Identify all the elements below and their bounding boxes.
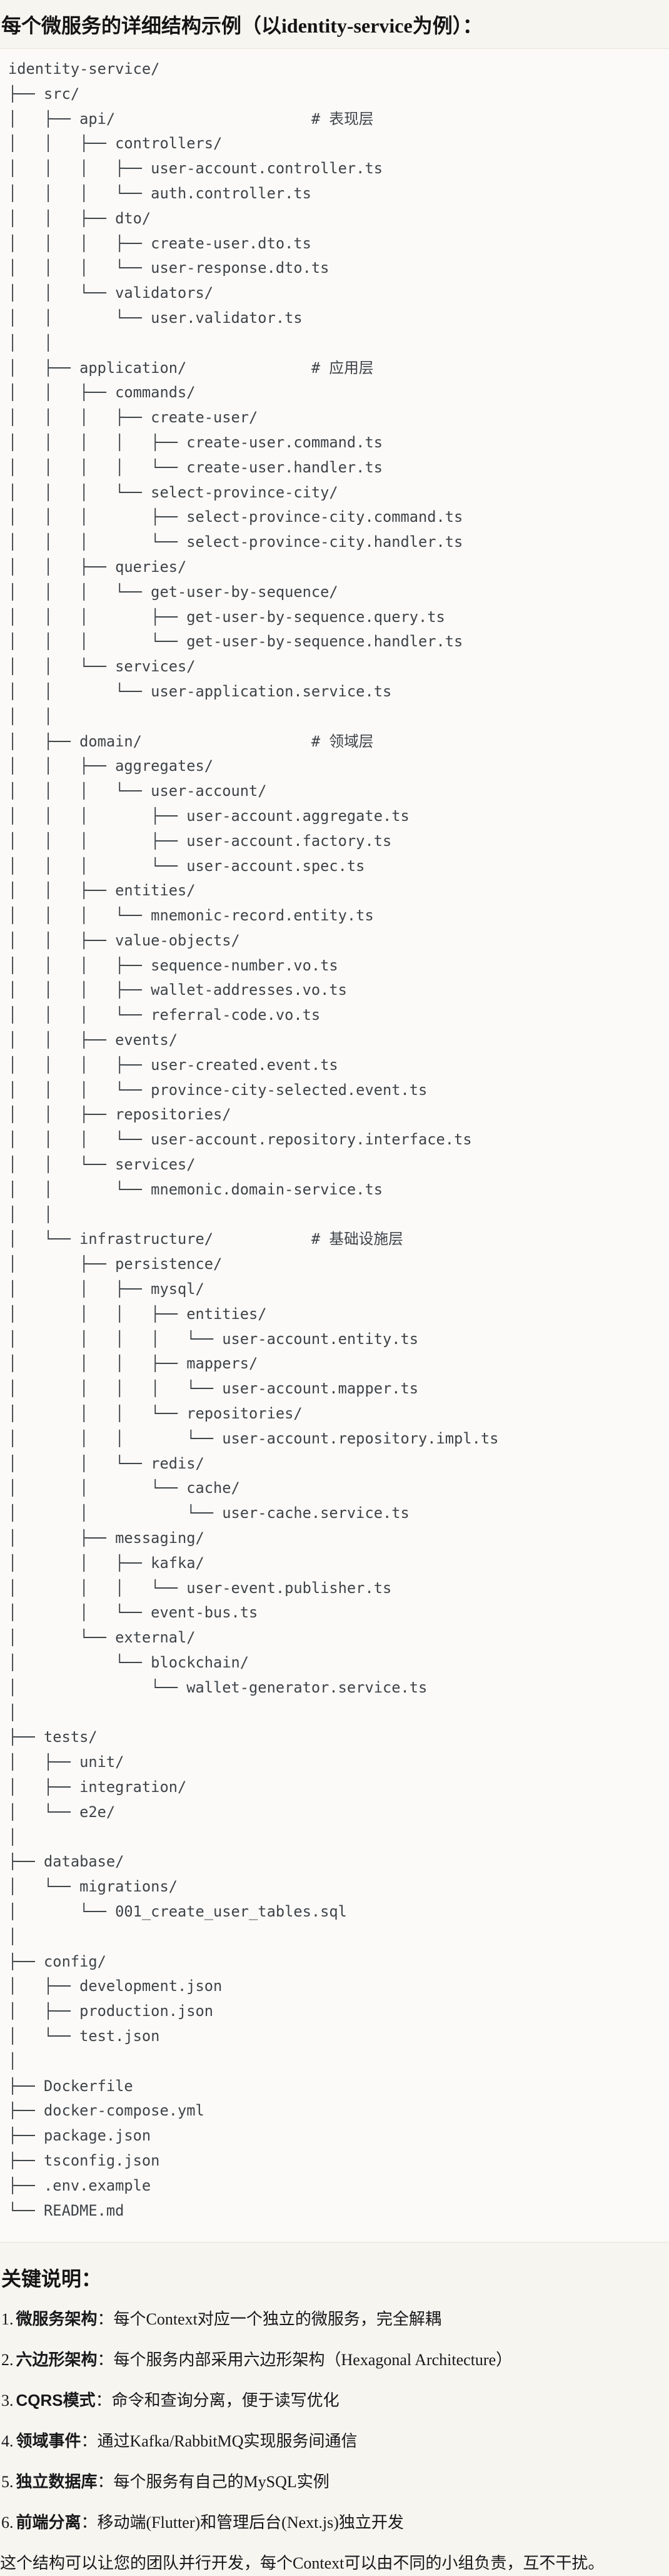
note-item-microservice: 1.微服务架构：每个Context对应一个独立的微服务，完全解耦 [1,2308,669,2331]
doc-header: 每个微服务的详细结构示例（以identity-service为例）： [0,0,669,49]
note-text: ：通过Kafka/RabbitMQ实现服务间通信 [81,2432,358,2451]
note-number: 6. [1,2513,14,2532]
note-label: 前端分离 [16,2513,81,2532]
note-label: CQRS模式 [16,2391,96,2410]
key-notes-list: 1.微服务架构：每个Context对应一个独立的微服务，完全解耦 2.六边形架构… [0,2308,669,2534]
note-text: ：移动端(Flutter)和管理后台(Next.js)独立开发 [81,2513,404,2532]
note-number: 4. [1,2432,14,2451]
note-item-domain-events: 4.领域事件：通过Kafka/RabbitMQ实现服务间通信 [1,2430,669,2453]
note-text: ：每个服务内部采用六边形架构（Hexagonal Architecture） [97,2351,513,2370]
note-text: ：每个Context对应一个独立的微服务，完全解耦 [97,2310,441,2329]
note-item-cqrs: 3.CQRS模式：命令和查询分离，便于读写优化 [1,2389,669,2412]
note-item-frontend: 6.前端分离：移动端(Flutter)和管理后台(Next.js)独立开发 [1,2511,669,2534]
note-text: ：命令和查询分离，便于读写优化 [95,2391,340,2410]
page-title: 每个微服务的详细结构示例（以identity-service为例）： [1,14,483,37]
note-number: 2. [1,2351,14,2370]
note-label: 独立数据库 [16,2472,98,2492]
note-label: 微服务架构 [16,2309,98,2329]
note-number: 1. [1,2310,14,2329]
directory-tree-code-block: identity-service/ ├── src/ │ ├── api/ # … [0,49,669,2243]
key-notes-heading: 关键说明： [1,2268,102,2291]
note-label: 领域事件 [16,2431,81,2451]
note-item-database: 5.独立数据库：每个服务有自己的MySQL实例 [1,2470,669,2493]
note-text: ：每个服务有自己的MySQL实例 [97,2473,329,2492]
note-number: 5. [1,2473,14,2492]
note-item-hexagonal: 2.六边形架构：每个服务内部采用六边形架构（Hexagonal Architec… [1,2348,669,2371]
note-label: 六边形架构 [16,2350,98,2370]
note-number: 3. [1,2391,14,2410]
closing-note: 这个结构可以让您的团队并行开发，每个Context可以由不同的小组负责，互不干扰… [0,2554,605,2573]
